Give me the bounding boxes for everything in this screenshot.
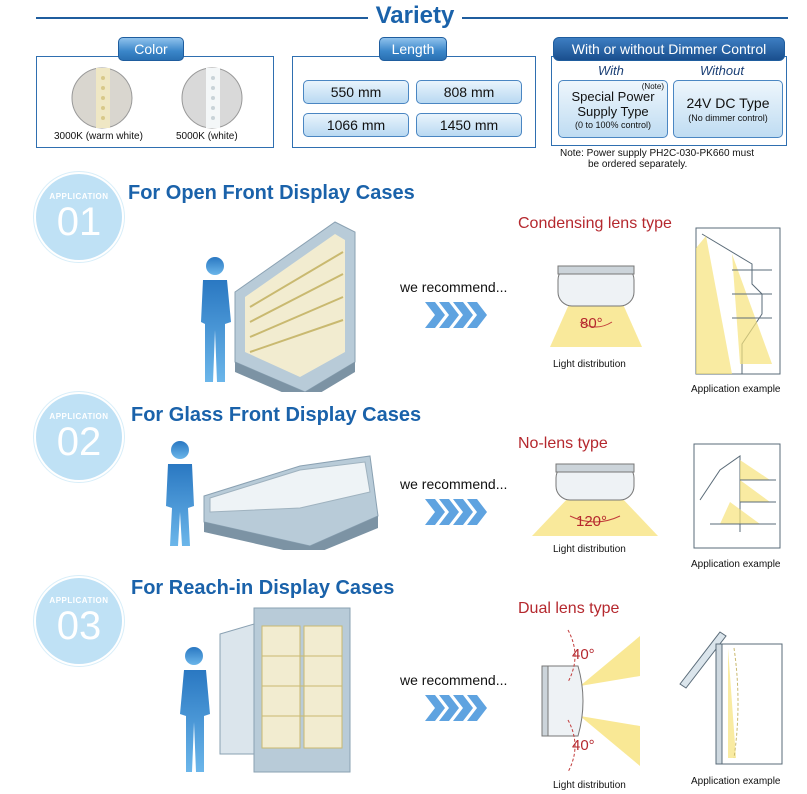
example-caption-02: Application example [691,559,781,570]
badge-number: 02 [56,420,102,464]
recommend-text-03: we recommend... [400,672,508,688]
dimmer-with-label: With [598,63,624,78]
badge-text: APPLICATION [49,192,109,201]
dimmer-with-note: (Note) [641,82,664,91]
variety-rule-left [36,17,368,19]
application-example-diagram-01 [695,227,781,375]
length-label: Length [379,37,447,61]
arrow-icon-03 [425,695,487,721]
variety-rule-right [462,17,788,19]
beam-angle-03-top: 40° [572,646,595,663]
light-distribution-diagram-01 [550,265,642,347]
example-caption-01: Application example [691,384,781,395]
color-swatch-white [181,67,243,129]
arrow-icon-01 [425,302,487,328]
color-caption-white: 5000K (white) [176,131,238,142]
lens-type-01: Condensing lens type [518,215,672,232]
application-badge-02: APPLICATION 02 [34,392,124,482]
dimmer-with-sub: (0 to 100% control) [574,120,652,130]
length-option-1066: 1066 mm [303,113,409,137]
length-option-1450: 1450 mm [416,113,522,137]
application-badge-01: APPLICATION 01 [34,172,124,262]
light-distribution-diagram-03 [541,629,640,773]
dimmer-without-label: Without [700,63,744,78]
lens-type-02: No-lens type [518,435,608,452]
badge-text: APPLICATION [49,596,109,605]
distribution-caption-03: Light distribution [553,780,626,791]
lens-type-03: Dual lens type [518,600,620,617]
application-example-diagram-02 [693,443,781,549]
color-swatch-warm [71,67,133,129]
beam-angle-03-bottom: 40° [572,737,595,754]
dimmer-with-box: (Note) Special Power Supply Type (0 to 1… [558,80,668,138]
arrow-icon-02 [425,499,487,525]
light-distribution-diagram-02 [532,463,658,536]
dimmer-with-line1: Special Power [571,89,655,104]
beam-angle-02: 120° [576,513,608,530]
badge-text: APPLICATION [49,412,109,421]
open-front-case-illustration [201,221,356,392]
badge-number: 01 [56,200,102,244]
application-title-02: For Glass Front Display Cases [131,404,422,426]
glass-front-case-illustration [166,441,379,550]
variety-title: Variety [375,2,455,29]
application-example-diagram-03 [679,631,783,765]
dimmer-label: With or without Dimmer Control [553,37,785,61]
dimmer-without-line1: 24V DC Type [686,95,770,111]
example-caption-03: Application example [691,776,781,787]
reach-in-case-illustration [180,607,351,773]
distribution-caption-02: Light distribution [553,544,626,555]
application-badge-03: APPLICATION 03 [34,576,124,666]
color-label: Color [118,37,184,61]
recommend-text-01: we recommend... [400,279,508,295]
dimmer-note-2: be ordered separately. [588,159,688,170]
badge-number: 03 [56,604,102,648]
application-title-03: For Reach-in Display Cases [131,577,395,599]
dimmer-with-line2: Supply Type [577,104,649,119]
dimmer-without-sub: (No dimmer control) [688,113,768,123]
beam-angle-01: 80° [580,315,603,332]
color-caption-warm: 3000K (warm white) [54,131,143,142]
dimmer-note: Note: Power supply PH2C-030-PK660 must [560,148,754,159]
length-option-550: 550 mm [303,80,409,104]
recommend-text-02: we recommend... [400,476,508,492]
length-option-808: 808 mm [416,80,522,104]
dimmer-without-box: 24V DC Type (No dimmer control) [673,80,783,138]
application-title-01: For Open Front Display Cases [128,182,415,204]
distribution-caption-01: Light distribution [553,359,626,370]
